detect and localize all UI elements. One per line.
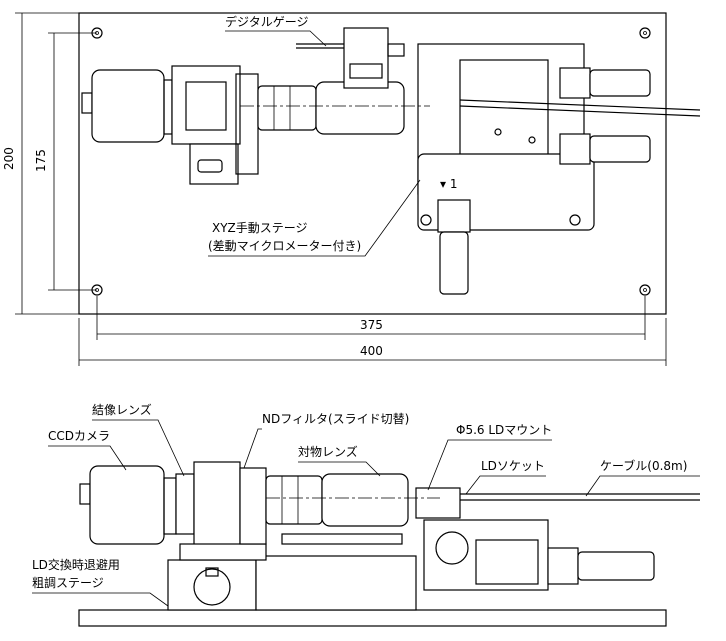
- objective-lens-callout: 対物レンズ: [298, 444, 381, 477]
- xyz-stage-label-line1: XYZ手動ステージ: [212, 221, 308, 235]
- objective-lens-top: [257, 81, 405, 135]
- ccd-camera-top: [81, 69, 173, 143]
- micrometer-side: [547, 547, 655, 585]
- dim-height-outer: 200: [2, 147, 16, 170]
- xyz-stage-callout: XYZ手動ステージ (差動マイクロメーター付き): [208, 179, 421, 257]
- digital-gauge-top: [296, 27, 405, 89]
- top-view: ▾ 1 デジタルゲージ XYZ手動ステージ (差動マイクロメーター付き) 200…: [2, 12, 701, 366]
- ld-mount-callout: Φ5.6 LDマウント: [427, 423, 552, 491]
- objective-lens-label: 対物レンズ: [298, 444, 358, 459]
- cable-label: ケーブル(0.8m): [600, 458, 687, 473]
- dimension-lines-top: 200 175 375 400: [2, 12, 667, 366]
- digital-gauge-callout: デジタルゲージ: [225, 14, 327, 47]
- coarse-stage-side: [167, 555, 417, 611]
- ccd-camera-label: CCDカメラ: [48, 429, 110, 443]
- mounting-holes: [91, 27, 651, 296]
- imaging-lens-top: [171, 65, 259, 185]
- coarse-stage-callout: LD交換時退避用 粗調ステージ: [32, 557, 169, 607]
- dim-height-inner: 175: [34, 149, 48, 172]
- ccd-camera-callout: CCDカメラ: [48, 429, 127, 471]
- nd-filter-callout: NDフィルタ(スライド切替): [243, 412, 409, 469]
- base-plate: [78, 12, 667, 315]
- ld-socket-callout: LDソケット: [465, 459, 546, 495]
- dim-width-inner: 375: [360, 318, 383, 332]
- xyz-stage-label-line2: (差動マイクロメーター付き): [208, 239, 361, 253]
- imaging-lens-callout: 結像レンズ: [92, 402, 185, 477]
- imaging-lens-side: [175, 461, 267, 561]
- dim-width-outer: 400: [360, 344, 383, 358]
- side-view: 結像レンズ CCDカメラ NDフィルタ(スライド切替) 対物レンズ Φ5.6 L…: [32, 402, 700, 627]
- ccd-camera-side: [79, 465, 177, 545]
- coarse-stage-label-line1: LD交換時退避用: [32, 557, 120, 572]
- micrometers-top: [437, 67, 651, 295]
- coarse-stage-label-line2: 粗調ステージ: [32, 576, 104, 590]
- ld-socket-label: LDソケット: [481, 459, 545, 473]
- nd-filter-label: NDフィルタ(スライド切替): [262, 412, 409, 426]
- cable-callout: ケーブル(0.8m): [585, 458, 700, 497]
- cable-top: [459, 99, 701, 117]
- imaging-lens-label: 結像レンズ: [92, 402, 152, 417]
- ld-mount-side: [415, 487, 549, 591]
- stage-axis-marks: ▾ 1: [440, 177, 457, 191]
- objective-lens-side: [265, 473, 409, 545]
- cable-side: [460, 493, 700, 501]
- digital-gauge-label: デジタルゲージ: [225, 14, 309, 29]
- side-base-plate: [78, 609, 667, 627]
- xyz-stage-top: [417, 43, 595, 231]
- ld-mount-label: Φ5.6 LDマウント: [456, 423, 552, 437]
